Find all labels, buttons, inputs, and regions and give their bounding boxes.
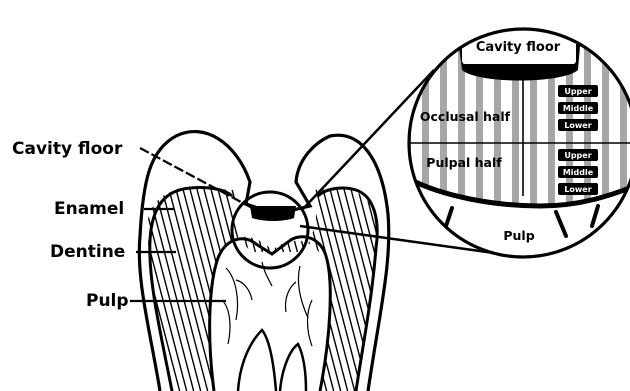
cavity-preparation xyxy=(250,206,296,221)
inset-label-occlusal-half: Occlusal half xyxy=(420,109,511,124)
pulp-nerves xyxy=(222,262,312,346)
tag-pulpal-lower: Lower xyxy=(564,185,591,194)
hatch-line xyxy=(0,170,14,391)
hatch-line xyxy=(255,170,315,391)
hatch-line xyxy=(0,170,49,391)
label-pulp: Pulp xyxy=(86,291,129,311)
label-dentine: Dentine xyxy=(50,242,125,262)
pulpal-level-tags: Upper Middle Lower xyxy=(558,149,598,195)
hatch-line xyxy=(0,170,21,391)
label-enamel: Enamel xyxy=(54,199,124,219)
hatch-line xyxy=(346,170,406,391)
tag-occlusal-lower: Lower xyxy=(564,121,591,130)
tag-occlusal-upper: Upper xyxy=(564,87,591,96)
hatch-line xyxy=(0,170,7,391)
left-labels: Cavity floor Enamel Dentine Pulp xyxy=(12,139,256,311)
tag-occlusal-middle: Middle xyxy=(563,104,594,113)
hatch-line xyxy=(0,170,35,391)
tubule-stripe xyxy=(602,20,609,220)
inset-label-pulpal-half: Pulpal half xyxy=(426,155,502,170)
hatch-line xyxy=(0,170,56,391)
tag-pulpal-upper: Upper xyxy=(564,151,591,160)
pulp-chamber xyxy=(210,237,331,391)
root-canal-right xyxy=(280,344,306,391)
hatch-line xyxy=(0,170,28,391)
hatch-line xyxy=(367,170,427,391)
magnified-inset: Cavity floor Occlusal half Pulpal half P… xyxy=(400,20,630,270)
root-canal-left xyxy=(238,330,276,391)
occlusal-level-tags: Upper Middle Lower xyxy=(558,85,598,131)
hatch-line xyxy=(0,170,42,391)
label-cavity-floor: Cavity floor xyxy=(12,139,123,159)
tag-pulpal-middle: Middle xyxy=(563,168,594,177)
inset-label-cavity-floor: Cavity floor xyxy=(476,40,561,55)
inset-label-pulp: Pulp xyxy=(503,228,534,243)
hatch-line xyxy=(360,170,420,391)
